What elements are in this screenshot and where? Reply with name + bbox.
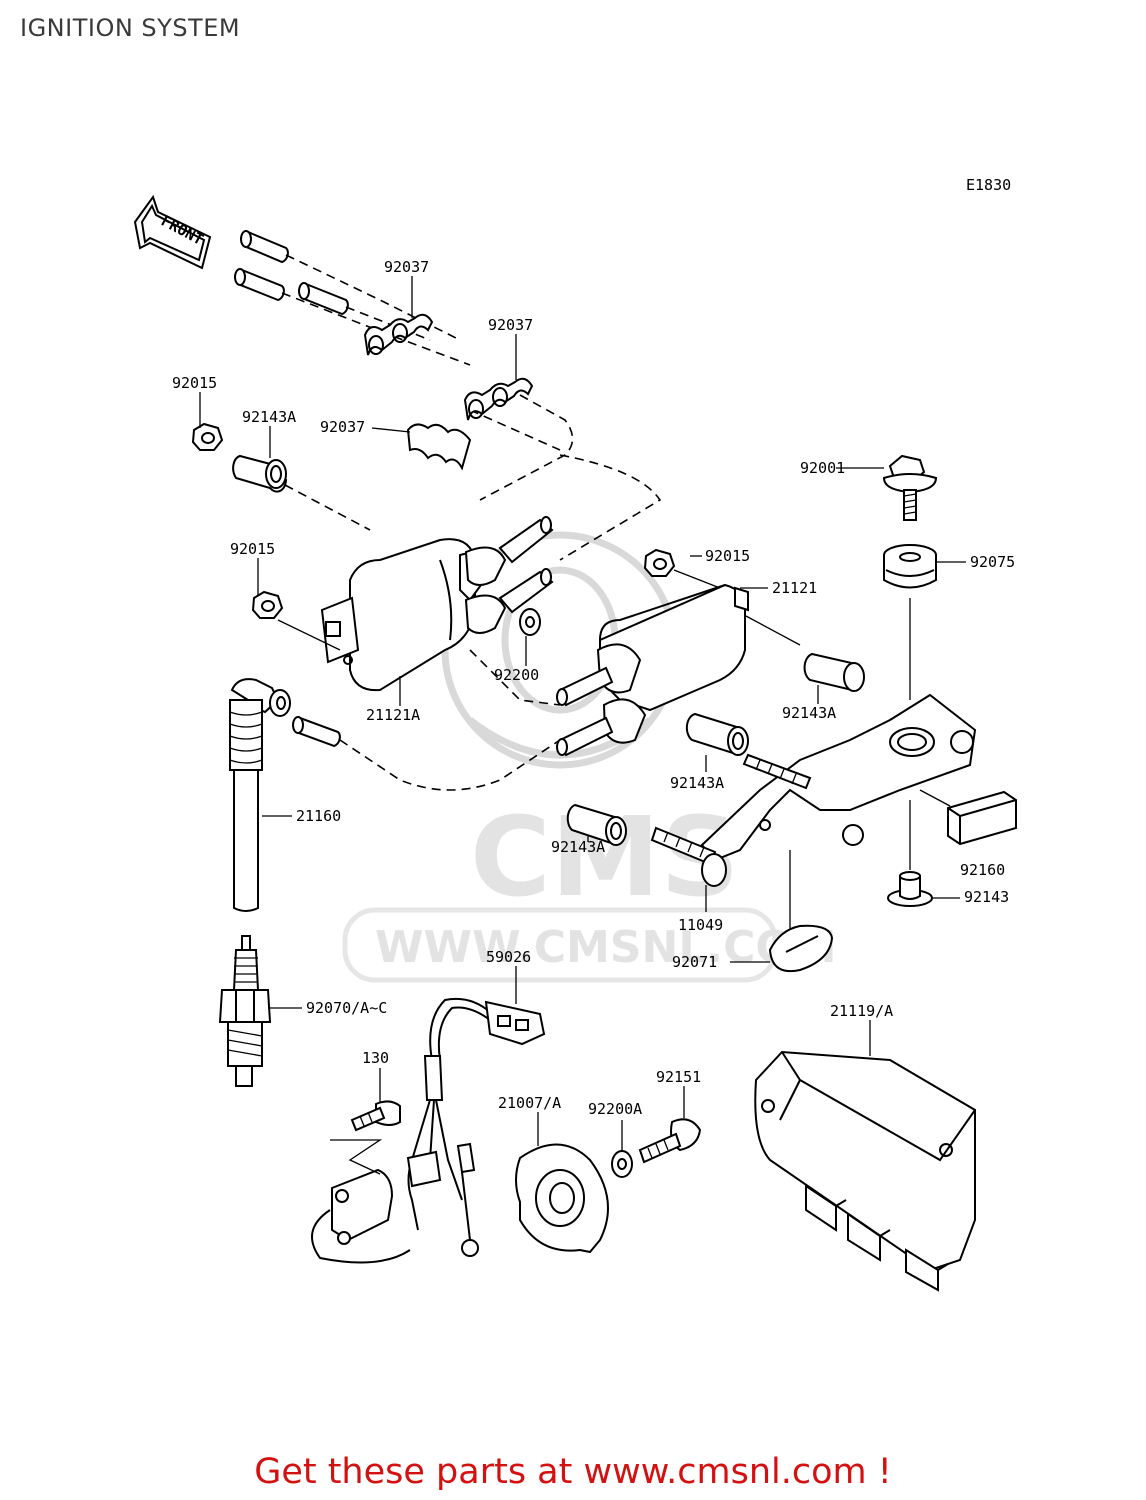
callout-92015-b: 92015 xyxy=(230,540,275,558)
grommet-92075 xyxy=(883,544,937,589)
callout-92037-b: 92037 xyxy=(488,316,533,334)
washer-92200a xyxy=(611,1150,633,1178)
diagram-code: E1830 xyxy=(966,176,1011,194)
bolt-11049-upper xyxy=(742,753,812,790)
callout-92037-a: 92037 xyxy=(384,258,429,276)
callout-92160: 92160 xyxy=(960,861,1005,879)
callout-92070: 92070/A~C xyxy=(306,999,387,1017)
parts-link-banner[interactable]: Get these parts at www.cmsnl.com ! xyxy=(254,1452,892,1492)
lead-clamp-middle xyxy=(463,377,534,421)
callout-92143a-c: 92143A xyxy=(670,774,724,792)
callout-59026: 59026 xyxy=(486,948,531,966)
callout-92001: 92001 xyxy=(800,459,845,477)
pickup-harness xyxy=(311,997,546,1264)
callout-21007: 21007/A xyxy=(498,1094,561,1112)
timing-rotor xyxy=(515,1143,609,1254)
callout-11049: 11049 xyxy=(678,916,723,934)
rubber-92160 xyxy=(947,790,1017,846)
collar-92143a-left xyxy=(232,454,288,493)
bolt-92151 xyxy=(638,1118,702,1164)
ic-igniter xyxy=(754,1050,976,1292)
collar-92143 xyxy=(887,871,933,907)
lead-clamp-loose xyxy=(406,423,472,471)
washer-92200 xyxy=(519,608,541,636)
callout-92151: 92151 xyxy=(656,1068,701,1086)
callout-labels: 92037 92037 92037 92015 92015 92015 9214… xyxy=(172,258,1015,1118)
callout-92143a-b: 92143A xyxy=(782,704,836,722)
callout-92015-c: 92015 xyxy=(705,547,750,565)
bolt-92001 xyxy=(882,454,938,521)
collar-92143a-right xyxy=(803,652,865,692)
plug-cap-21160 xyxy=(229,678,291,912)
callout-92200a: 92200A xyxy=(588,1100,642,1118)
callout-92143a-a: 92143A xyxy=(242,408,296,426)
leader-lines xyxy=(199,276,966,1152)
callout-92143a-d: 92143A xyxy=(551,838,605,856)
plug-lead-ends xyxy=(234,230,349,748)
callout-92015-a: 92015 xyxy=(172,374,217,392)
coil-bracket xyxy=(700,693,977,862)
callout-130: 130 xyxy=(362,1049,389,1067)
nut-92015-right xyxy=(643,548,676,577)
callout-21121a: 21121A xyxy=(366,706,420,724)
bolt-130 xyxy=(330,1100,401,1175)
callout-92037-c: 92037 xyxy=(320,418,365,436)
ignition-coil-left xyxy=(320,516,554,692)
callout-21121: 21121 xyxy=(772,579,817,597)
lead-clamp-upper xyxy=(363,313,434,356)
callout-21160: 21160 xyxy=(296,807,341,825)
nut-92015-left xyxy=(191,422,224,451)
front-arrow-icon: FRONT xyxy=(133,194,212,270)
callout-92071: 92071 xyxy=(672,953,717,971)
nut-92015-mid xyxy=(251,590,284,619)
page-title: IGNITION SYSTEM xyxy=(20,14,241,42)
spark-plug xyxy=(218,935,272,1087)
callout-92143: 92143 xyxy=(964,888,1009,906)
ignition-coil-right xyxy=(556,583,749,757)
grommet-92071 xyxy=(768,924,834,972)
callout-92075: 92075 xyxy=(970,553,1015,571)
lead-routing-lines xyxy=(281,254,662,791)
collar-92143a-center xyxy=(685,712,749,756)
callout-92200: 92200 xyxy=(494,666,539,684)
callout-21119: 21119/A xyxy=(830,1002,893,1020)
watermark-url: WWW.CMSNL.COM xyxy=(375,922,837,973)
collar-92143a-lower xyxy=(566,803,627,846)
bolt-11049-lower xyxy=(650,826,727,887)
